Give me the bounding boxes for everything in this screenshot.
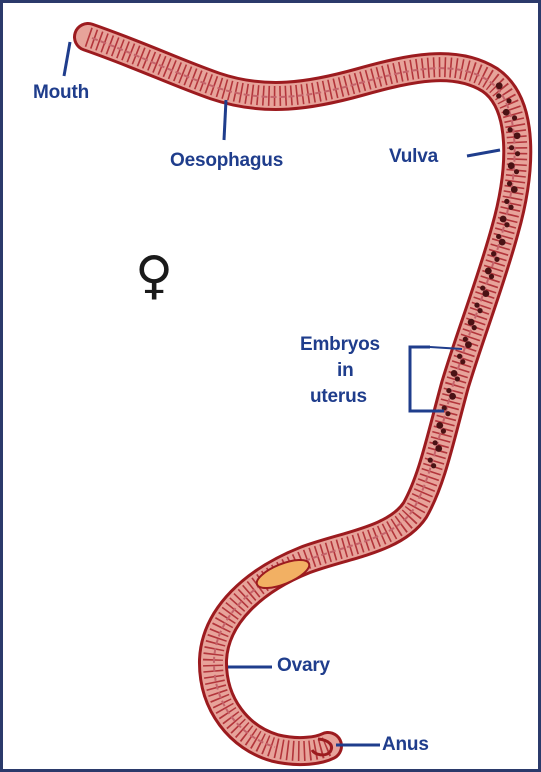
embryo-dot — [449, 393, 456, 400]
female-symbol: ♀ — [135, 250, 173, 302]
embryo-dot — [457, 354, 462, 359]
embryo-dot — [506, 98, 511, 103]
embryo-dot — [445, 411, 450, 416]
embryo-dot — [499, 239, 506, 246]
embryo-dot — [512, 115, 517, 120]
worm-gut — [92, 38, 515, 747]
embryo-dot — [496, 234, 501, 239]
embryo-dot — [460, 359, 465, 364]
embryo-dot — [508, 127, 513, 132]
embryo-dot — [509, 145, 514, 150]
embryo-dot — [514, 169, 519, 174]
embryo-dot — [504, 222, 509, 227]
embryo-dot — [446, 388, 451, 393]
embryo-dot — [455, 376, 460, 381]
embryo-dot — [482, 290, 489, 297]
embryo-dot — [496, 93, 501, 98]
mouth-leader-line — [64, 42, 70, 76]
embryo-dot — [515, 151, 520, 156]
label-anus: Anus — [382, 734, 429, 756]
embryo-dot — [468, 319, 475, 326]
embryo-dot — [496, 82, 503, 89]
embryo-dot — [508, 205, 513, 210]
embryo-dot — [504, 199, 509, 204]
label-embryos: Embryos — [300, 334, 380, 356]
vulva-leader-line — [467, 150, 500, 156]
embryo-dot — [465, 341, 472, 348]
embryo-dot — [433, 440, 438, 445]
embryo-dot — [503, 109, 510, 116]
embryo-dot — [435, 445, 442, 452]
label-mouth: Mouth — [33, 82, 89, 104]
oesophagus-leader-line — [224, 100, 226, 140]
embryo-dot — [463, 337, 468, 342]
embryo-dot — [511, 186, 518, 193]
embryo-dot — [480, 285, 485, 290]
embryo-dot — [431, 463, 436, 468]
label-ovary: Ovary — [277, 655, 330, 677]
embryo-dot — [494, 257, 499, 262]
embryo-dot — [474, 303, 479, 308]
embryo-dot — [514, 132, 521, 139]
embryo-dot — [489, 274, 494, 279]
label-oesophagus: Oesophagus — [170, 150, 283, 172]
embryo-dot — [428, 458, 433, 463]
label-in: in — [337, 360, 354, 382]
embryo-dot — [477, 308, 482, 313]
embryo-dot — [451, 370, 458, 377]
embryo-dot — [508, 162, 515, 169]
label-vulva: Vulva — [389, 146, 438, 168]
embryo-dot — [441, 429, 446, 434]
label-uterus: uterus — [310, 386, 367, 408]
embryo-dot — [507, 181, 512, 186]
embryo-dot — [485, 268, 492, 275]
embryo-dot — [472, 325, 477, 330]
embryo-dot — [500, 216, 507, 223]
embryo-dot — [491, 251, 496, 256]
embryo-dot — [436, 422, 443, 429]
